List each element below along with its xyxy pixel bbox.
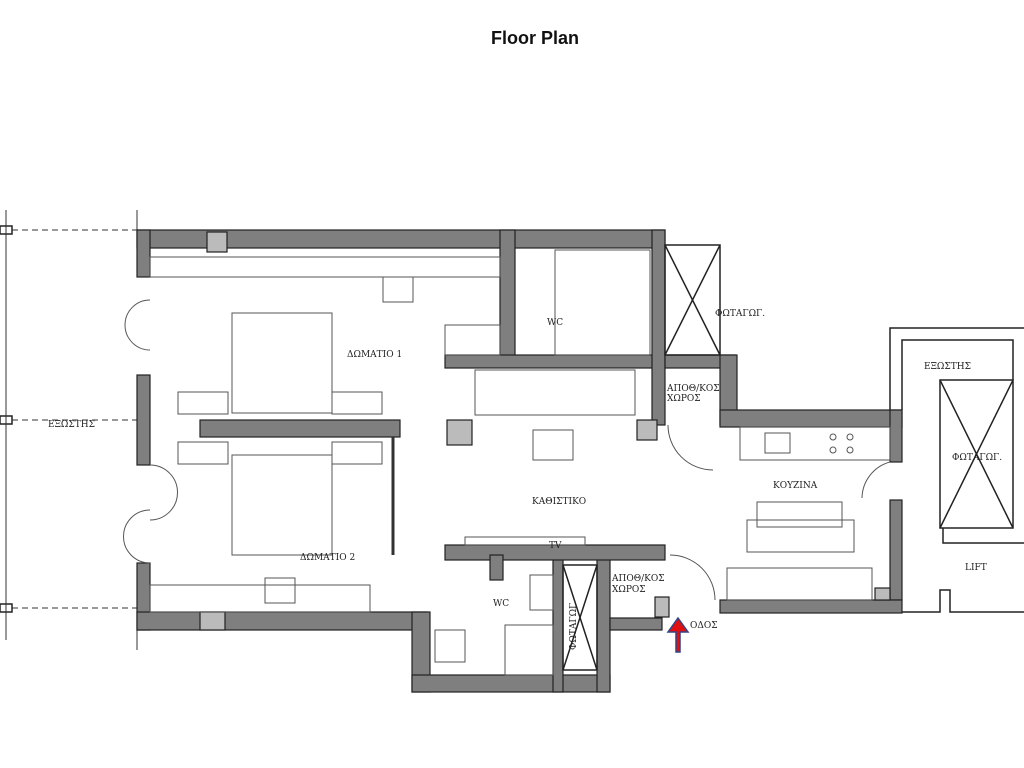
walls: [136, 229, 903, 693]
page-title: Floor Plan: [490, 28, 579, 48]
label-wc-bottom: WC: [493, 599, 509, 609]
label-entrance: ΟΔΟΣ: [690, 621, 718, 631]
label-lift: LIFT: [965, 563, 987, 573]
label-kitchen: ΚΟΥΖΙΝΑ: [773, 481, 818, 491]
label-lightwell-top: ΦΩΤΑΓΩΓ.: [715, 309, 765, 319]
label-lightwell-bottom: ΦΩΤΑΓΩΓ: [569, 603, 579, 650]
label-room1: ΔΩΜΑΤΙΟ 1: [347, 350, 402, 360]
balcony-left: [0, 210, 138, 650]
label-balcony-right: ΕΞΩΣΤΗΣ: [924, 362, 971, 372]
label-lightwell-right: ΦΩΤΑΓΩΓ.: [952, 453, 1002, 463]
furniture: [149, 249, 891, 676]
label-tv: TV: [549, 541, 562, 551]
label-storage-top-2: ΧΩΡΟΣ: [667, 394, 701, 404]
lightwells: [562, 244, 1024, 671]
label-room2: ΔΩΜΑΤΙΟ 2: [300, 553, 355, 563]
label-storage-top-1: ΑΠΟΘ/ΚΟΣ: [666, 384, 720, 394]
label-wc-top: WC: [547, 318, 563, 328]
label-balcony-left: ΕΞΩΣΤΗΣ: [48, 420, 95, 430]
entrance-arrow-icon: [666, 616, 690, 653]
doors: [123, 299, 891, 601]
label-storage-bottom-1: ΑΠΟΘ/ΚΟΣ: [611, 574, 665, 584]
label-living: ΚΑΘΙΣΤΙΚΟ: [532, 497, 586, 507]
label-storage-bottom-2: ΧΩΡΟΣ: [612, 585, 646, 595]
